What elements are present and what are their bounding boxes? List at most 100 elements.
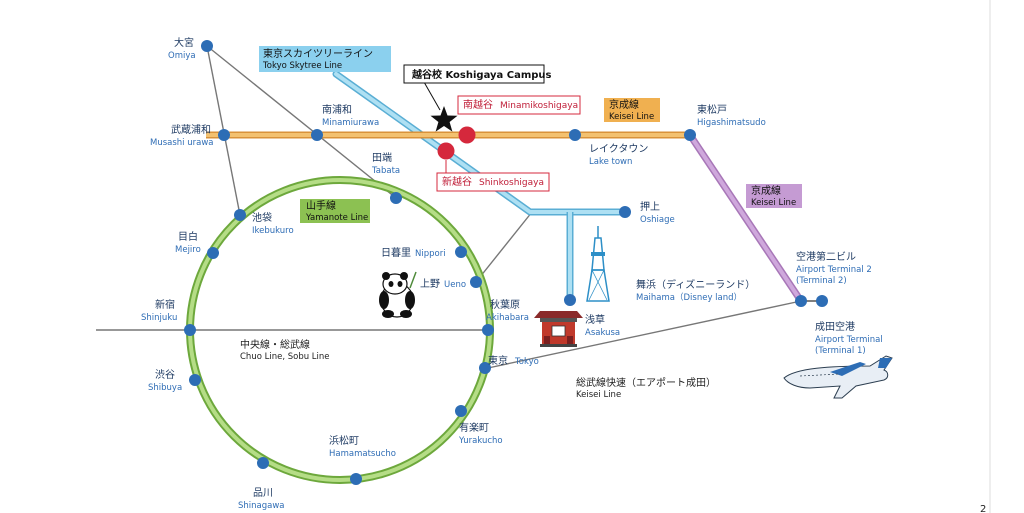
chuo-label-jp: 中央線・総武線 <box>240 338 310 351</box>
shinagawa-label-jp: 品川 <box>253 487 273 499</box>
higashimatsudo-label-jp: 東松戸 <box>697 103 727 116</box>
airport-t2-label-en1: Airport Terminal 2 <box>796 265 872 275</box>
airport-t2-label-jp: 空港第二ビル <box>796 250 856 263</box>
minamikoshigaya-label-jp: 南越谷 <box>463 98 493 111</box>
station-nippori <box>455 246 467 258</box>
akihabara-label-en: Akihabara <box>486 313 529 323</box>
asakusa-label-jp: 浅草 <box>585 313 605 326</box>
yamanote-label-box <box>300 199 370 223</box>
shinjuku-label-jp: 新宿 <box>155 298 175 311</box>
station-ueno <box>470 276 482 288</box>
ikebukuro-label-en: Ikebukuro <box>252 226 294 236</box>
mejiro-label-jp: 目白 <box>178 230 198 243</box>
oshiage-label-jp: 押上 <box>640 200 660 213</box>
nippori-label-en: Nippori <box>415 249 446 259</box>
station-hamamatsucho <box>350 473 362 485</box>
hamamatsucho-label-en: Hamamatsucho <box>329 449 396 459</box>
station-oshiage <box>619 206 631 218</box>
thin-connector-lines <box>96 45 802 369</box>
skytree-label-box <box>259 46 391 72</box>
musashiurawa-label-jp: 武蔵浦和 <box>171 123 211 136</box>
narita-label-jp: 成田空港 <box>815 320 855 333</box>
station-narita <box>816 295 828 307</box>
minamiurawa-label-jp: 南浦和 <box>322 103 352 116</box>
tabata-label-en: Tabata <box>371 166 400 176</box>
hamamatsucho-label-jp: 浜松町 <box>329 434 359 447</box>
station-musashiurawa <box>218 129 230 141</box>
laketown-label-en: Lake town <box>589 157 632 167</box>
oshiage-label-en: Oshiage <box>640 215 675 225</box>
narita-label-en2: (Terminal 1) <box>815 346 866 356</box>
shinkoshigaya-label-jp: 新越谷 <box>442 175 472 188</box>
maihama-label-en: Maihama（Disney land） <box>636 292 742 303</box>
station-akihabara <box>482 324 494 336</box>
panda-icon <box>379 271 417 318</box>
minamiurawa-label-en: Minamiurawa <box>322 118 379 128</box>
station-shinjuku <box>184 324 196 336</box>
ikebukuro-label-jp: 池袋 <box>252 211 272 224</box>
maihama-label-jp: 舞浜（ディズニーランド） <box>636 278 755 291</box>
shinkoshigaya-label-en: Shinkoshigaya <box>479 178 544 188</box>
laketown-label-jp: レイクタウン <box>589 143 648 155</box>
station-ikebukuro <box>234 209 246 221</box>
keisei-side-label-en: Keisei Line <box>751 198 796 208</box>
line-ueno-branch <box>475 211 533 283</box>
shibuya-label-en: Shibuya <box>148 383 182 393</box>
minamikoshigaya-label-box <box>457 95 581 115</box>
sobu-rapid-label-jp: 総武線快速（エアポート成田） <box>576 376 716 389</box>
station-minamikoshigaya <box>458 126 476 144</box>
yamanote-label-jp: 山手線 <box>306 199 336 212</box>
station-tokyo <box>479 362 491 374</box>
yamanote-label-en: Yamanote Line <box>305 213 368 223</box>
ueno-label-jp: 上野 <box>420 278 440 290</box>
station-minamiurawa <box>311 129 323 141</box>
airplane-icon <box>783 355 893 399</box>
shibuya-label-jp: 渋谷 <box>155 368 175 381</box>
narita-label-en1: Airport Terminal <box>815 335 883 345</box>
station-omiya <box>201 40 213 52</box>
station-shinagawa <box>257 457 269 469</box>
keisei-top-label-jp: 京成線 <box>609 98 639 111</box>
asakusa-label-en: Asakusa <box>585 328 620 338</box>
omiya-label-jp: 大宮 <box>174 36 194 49</box>
chuo-label-en: Chuo Line, Sobu Line <box>240 352 330 362</box>
station-asakusa <box>564 294 576 306</box>
station-tabata <box>390 192 402 204</box>
campus-pointer <box>423 81 441 111</box>
akihabara-label-jp: 秋葉原 <box>490 298 520 311</box>
campus-label-box <box>403 64 545 84</box>
yurakucho-label-en: Yurakucho <box>458 436 503 446</box>
line-omiya-tabata <box>206 45 397 199</box>
page-number: 2 <box>980 504 986 513</box>
mejiro-label-en: Mejiro <box>175 245 201 255</box>
station-airport-t2 <box>795 295 807 307</box>
tokyo-label-en: Tokyo <box>514 357 539 367</box>
ueno-label-en: Ueno <box>444 280 466 290</box>
omiya-label-en: Omiya <box>168 51 196 61</box>
skytree-line <box>332 70 629 300</box>
sobu-rapid-label-en: Keisei Line <box>576 390 621 400</box>
line-sobu-rapid <box>487 300 802 369</box>
station-shinkoshigaya <box>437 142 455 160</box>
keisei-top-label-box <box>604 98 660 122</box>
yurakucho-label-jp: 有楽町 <box>459 421 489 434</box>
airport-t2-label-en2: (Terminal 2) <box>796 276 847 286</box>
station-shibuya <box>189 374 201 386</box>
campus-label: 越谷校 Koshigaya Campus <box>411 68 552 81</box>
skytree-tower-icon <box>586 226 610 302</box>
tabata-label-jp: 田端 <box>372 151 392 164</box>
musashiurawa-label-en: Musashi urawa <box>150 138 214 148</box>
station-higashimatsudo <box>684 129 696 141</box>
keisei-side-label-box <box>746 184 802 208</box>
nippori-label-jp: 日暮里 <box>381 246 411 259</box>
shinkoshigaya-label-box <box>436 172 550 192</box>
higashimatsudo-label-en: Higashimatsudo <box>697 118 766 128</box>
skytree-label-jp: 東京スカイツリーライン <box>263 47 373 60</box>
stations <box>184 40 828 485</box>
skytree-label-en: Tokyo Skytree Line <box>262 61 342 71</box>
shinagawa-label-en: Shinagawa <box>238 501 285 511</box>
keisei-side-label-jp: 京成線 <box>751 184 781 197</box>
shinjuku-label-en: Shinjuku <box>141 313 177 323</box>
